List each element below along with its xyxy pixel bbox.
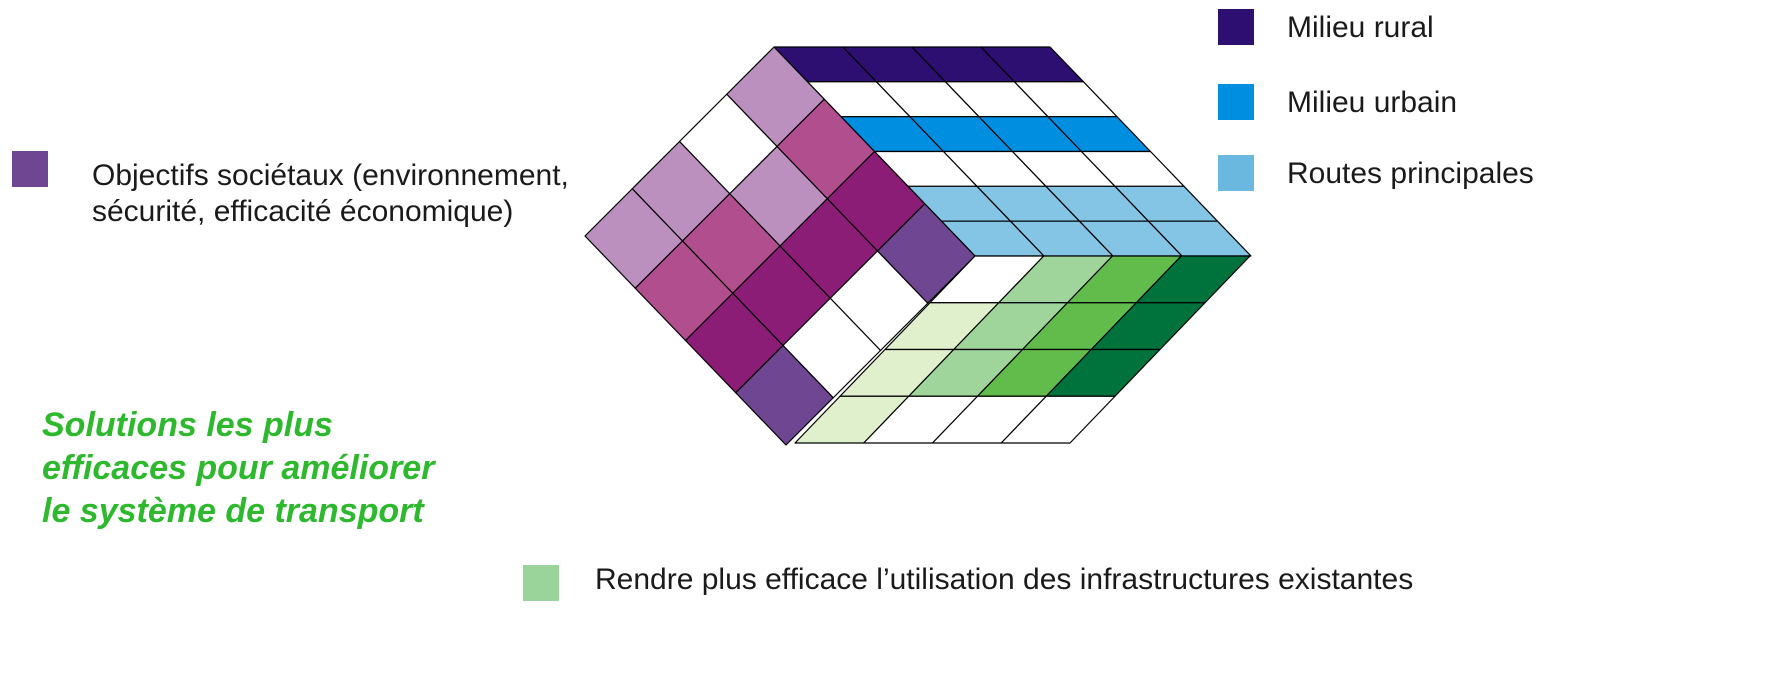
headline-line3: le système de transport [42, 492, 424, 530]
legend-label-rural: Milieu rural [1287, 11, 1434, 44]
cube-right-face [794, 255, 1251, 444]
legend-label-societal: Objectifs sociétaux (environnement, sécu… [92, 158, 569, 230]
legend-swatch-urban [1218, 84, 1254, 120]
legend-swatch-efficiency [523, 565, 559, 601]
right-cell-3-3 [1000, 395, 1116, 444]
legend-label-main-roads: Routes principales [1287, 157, 1534, 190]
legend-swatch-main-roads [1218, 155, 1254, 191]
legend-swatch-rural [1218, 9, 1254, 45]
legend-societal-line1: Objectifs sociétaux (environnement, [92, 159, 569, 192]
headline-line2: efficaces pour améliorer [42, 449, 435, 487]
left-cell-3-3 [735, 344, 834, 446]
cube-top-face [773, 46, 1252, 257]
legend-label-efficiency: Rendre plus efficace l’utilisation des i… [595, 563, 1414, 596]
legend-societal-line2: sécurité, efficacité économique) [92, 195, 514, 228]
legend-swatch-societal [12, 151, 48, 187]
legend-label-urban: Milieu urbain [1287, 86, 1458, 119]
headline-line1: Solutions les plus [42, 406, 333, 444]
top-cell-3-5 [1147, 220, 1252, 257]
cube-left-face [584, 46, 976, 446]
headline: Solutions les plus efficaces pour amélio… [42, 404, 434, 533]
